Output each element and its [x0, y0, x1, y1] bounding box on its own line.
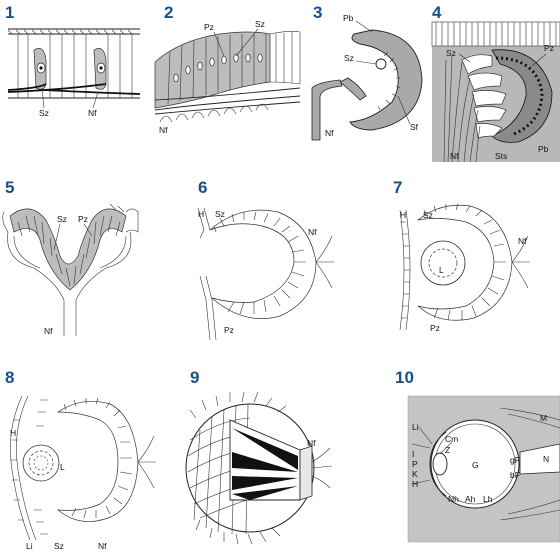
label-sz: Sz: [215, 209, 225, 219]
label-pz: Pz: [544, 43, 554, 53]
label-pz: Pz: [78, 214, 88, 224]
label-nf: Nf: [159, 125, 168, 135]
label-sz: Sz: [39, 108, 49, 118]
label-pz: Pz: [204, 22, 214, 32]
label-li: Li: [412, 422, 419, 432]
label-h: H: [400, 210, 406, 220]
panel-8: 8 H L Li Sz Nf: [5, 368, 156, 551]
label-sz: Sz: [344, 53, 354, 63]
label-i: I: [412, 449, 414, 459]
label-sz: Sz: [57, 214, 67, 224]
label-pz: Pz: [430, 323, 440, 333]
label-pb: Pb: [538, 144, 549, 154]
label-sts: Sts: [495, 151, 507, 161]
panel-number: 5: [5, 178, 14, 197]
label-bf: bF: [510, 470, 520, 480]
label-h: H: [412, 479, 418, 489]
label-nf: Nf: [518, 236, 527, 246]
label-nf: Nf: [88, 108, 97, 118]
label-pz: Pz: [224, 325, 234, 335]
panel-3: 3 Pb Sz Nf Sf: [311, 3, 423, 141]
panel-6: 6 H Sz Nf Pz: [197, 178, 334, 341]
label-nf: Nf: [307, 438, 316, 448]
label-gf: gF: [510, 455, 520, 465]
panel-7: 7 H Sz L Nf Pz: [393, 178, 530, 333]
label-sz: Sz: [255, 19, 265, 29]
panel-number: 10: [395, 368, 414, 387]
panel-number: 3: [313, 3, 322, 22]
label-lh: Lh: [483, 494, 493, 504]
panel-4: 4 Pz Sz Nf Sts Pb: [431, 3, 560, 163]
label-sz: Sz: [54, 541, 64, 551]
panel-5: 5 Sz Pz Nf: [2, 178, 139, 336]
panel-1: 1 Sz Nf: [5, 3, 141, 118]
panel-number: 8: [5, 368, 14, 387]
label-nf: Nf: [308, 227, 317, 237]
label-g: G: [472, 460, 479, 470]
label-l: L: [60, 462, 65, 472]
label-nf: Nf: [450, 151, 459, 161]
label-sz: Sz: [423, 210, 433, 220]
label-nf: Nf: [325, 128, 334, 138]
label-pb: Pb: [343, 13, 354, 23]
label-k: K: [412, 469, 418, 479]
label-cm: Cm: [445, 434, 458, 444]
panel-10: 10 Li M Cm Z I P K H G gF bF N Nh Ah Lh: [395, 368, 560, 543]
label-nf: Nf: [44, 326, 53, 336]
panel-number: 7: [393, 178, 402, 197]
label-z: Z: [445, 445, 450, 455]
panel-number: 4: [432, 3, 442, 22]
panel-9: 9 Nf: [185, 368, 333, 545]
label-m: M: [540, 413, 547, 423]
label-li: Li: [26, 541, 33, 551]
label-h: H: [10, 428, 16, 438]
panel-number: 2: [164, 3, 173, 22]
panel-number: 9: [190, 368, 199, 387]
label-p: P: [412, 459, 418, 469]
label-n: N: [543, 454, 549, 464]
panel-number: 1: [5, 3, 14, 22]
label-nf: Nf: [98, 541, 107, 551]
label-sf: Sf: [410, 122, 419, 132]
label-nh: Nh: [448, 494, 459, 504]
label-l: L: [439, 265, 444, 275]
label-sz: Sz: [446, 48, 456, 58]
label-h: H: [198, 209, 204, 219]
panel-2: 2 Pz Sz Nf: [154, 3, 301, 135]
label-ah: Ah: [465, 494, 476, 504]
panel-number: 6: [198, 178, 207, 197]
